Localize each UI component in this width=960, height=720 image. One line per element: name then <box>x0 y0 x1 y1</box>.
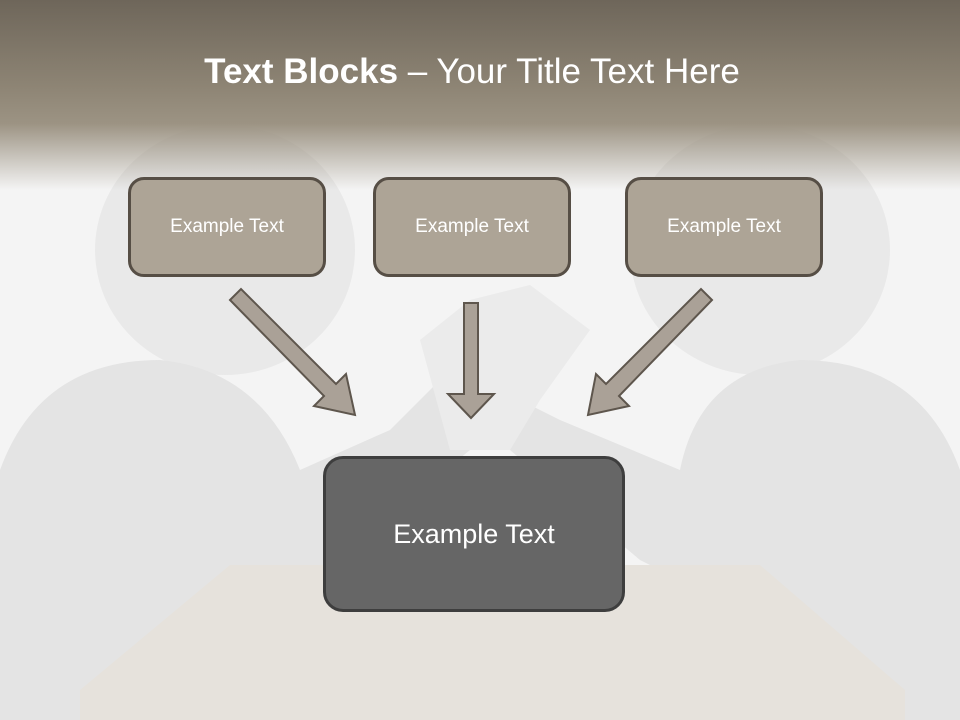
title-rest: – Your Title Text Here <box>398 52 740 91</box>
text-block-3-label: Example Text <box>667 216 781 237</box>
text-block-3: Example Text <box>625 177 823 277</box>
text-block-2: Example Text <box>373 177 571 277</box>
slide-title: Text Blocks – Your Title Text Here <box>0 52 944 92</box>
text-block-1: Example Text <box>128 177 326 277</box>
title-bold: Text Blocks <box>204 52 399 91</box>
header-band <box>0 0 960 190</box>
arrow-middle <box>445 302 497 420</box>
text-block-2-label: Example Text <box>415 216 529 237</box>
arrow-right <box>586 287 714 417</box>
main-text-block-label: Example Text <box>393 518 555 549</box>
arrow-left <box>228 287 357 417</box>
text-block-1-label: Example Text <box>170 216 284 237</box>
main-text-block: Example Text <box>323 456 625 612</box>
